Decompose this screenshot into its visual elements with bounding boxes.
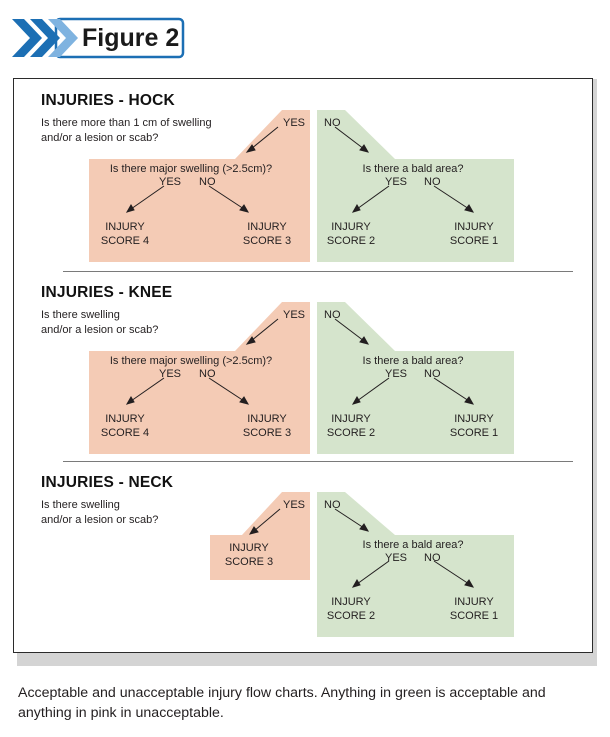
score-value: SCORE 4 — [100, 427, 150, 439]
knee-score-4: INJURY SCORE 4 — [101, 412, 149, 440]
chevron-right-icon — [12, 19, 42, 57]
hock-green-no-arrow — [433, 185, 470, 210]
chevron-right-icon — [30, 19, 60, 57]
neck-no-arrow — [334, 508, 365, 529]
neck-score-1: INJURY SCORE 1 — [450, 595, 498, 623]
neck-score-2: INJURY SCORE 2 — [327, 595, 375, 623]
score-value: SCORE 2 — [326, 235, 376, 247]
figure-badge: Figure 2 — [10, 15, 185, 65]
score-label: INJURY — [229, 542, 269, 554]
knee-question: Is there swelling and/or a lesion or sca… — [41, 309, 159, 336]
neck-diagram — [210, 492, 514, 637]
score-label: INJURY — [247, 413, 287, 425]
section-divider — [63, 461, 573, 462]
knee-green-yes-arrow — [356, 377, 390, 402]
score-label: INJURY — [105, 221, 145, 233]
hock-pink-region — [89, 110, 310, 262]
score-value: SCORE 3 — [224, 556, 274, 568]
hock-no-arrow — [334, 126, 365, 150]
hock-green-no: NO — [424, 176, 441, 188]
score-value: SCORE 1 — [449, 610, 499, 622]
knee-green-question: Is there a bald area? — [362, 355, 464, 367]
knee-no-label: NO — [324, 309, 341, 321]
knee-score-2: INJURY SCORE 2 — [327, 412, 375, 440]
neck-green-no-arrow — [433, 560, 470, 585]
figure-badge-shape — [12, 17, 185, 59]
hock-diagram — [89, 110, 514, 262]
figure-title: Figure 2 — [82, 24, 180, 52]
hock-green-question: Is there a bald area? — [362, 163, 464, 175]
hock-pink-no: NO — [199, 176, 216, 188]
score-value: SCORE 3 — [242, 235, 292, 247]
knee-pink-yes: YES — [159, 368, 182, 380]
section-divider — [63, 271, 573, 272]
hock-score-2: INJURY SCORE 2 — [327, 220, 375, 248]
neck-yes-label: YES — [283, 499, 306, 511]
hock-pink-yes-arrow — [130, 185, 165, 210]
knee-pink-no: NO — [199, 368, 216, 380]
section-knee: INJURIES - KNEE Is there swelling and/or… — [14, 272, 592, 457]
hock-yes-arrow — [250, 126, 279, 150]
section-hock: INJURIES - HOCK Is there more than 1 cm … — [14, 79, 592, 274]
neck-score-3: INJURY SCORE 3 — [225, 541, 273, 569]
knee-score-1: INJURY SCORE 1 — [450, 412, 498, 440]
score-label: INJURY — [331, 221, 371, 233]
score-label: INJURY — [331, 413, 371, 425]
neck-pink-region — [210, 492, 310, 580]
hock-pink-question: Is there major swelling (>2.5cm)? — [109, 163, 273, 175]
hock-question: Is there more than 1 cm of swelling and/… — [41, 117, 212, 144]
knee-yes-arrow — [250, 318, 279, 342]
knee-green-no: NO — [424, 368, 441, 380]
hock-title: INJURIES - HOCK — [41, 92, 175, 109]
knee-title: INJURIES - KNEE — [41, 284, 173, 301]
knee-pink-no-arrow — [208, 377, 245, 402]
neck-yes-arrow — [253, 508, 281, 532]
score-value: SCORE 3 — [242, 427, 292, 439]
hock-score-3: INJURY SCORE 3 — [243, 220, 291, 248]
knee-yes-label: YES — [283, 309, 306, 321]
neck-title: INJURIES - NECK — [41, 474, 174, 491]
neck-green-question: Is there a bald area? — [362, 539, 464, 551]
score-value: SCORE 2 — [326, 427, 376, 439]
score-label: INJURY — [454, 221, 494, 233]
score-label: INJURY — [454, 596, 494, 608]
knee-pink-question: Is there major swelling (>2.5cm)? — [109, 355, 273, 367]
hock-no-label: NO — [324, 117, 341, 129]
hock-green-yes: YES — [385, 176, 408, 188]
section-neck: INJURIES - NECK Is there swelling and/or… — [14, 462, 592, 647]
knee-score-3: INJURY SCORE 3 — [243, 412, 291, 440]
neck-question: Is there swelling and/or a lesion or sca… — [41, 499, 159, 526]
hock-score-4: INJURY SCORE 4 — [101, 220, 149, 248]
score-label: INJURY — [454, 413, 494, 425]
knee-green-yes: YES — [385, 368, 408, 380]
score-value: SCORE 1 — [449, 427, 499, 439]
hock-yes-label: YES — [283, 117, 306, 129]
knee-pink-region — [89, 302, 310, 454]
chevron-right-icon — [48, 19, 78, 57]
figure-caption: Acceptable and unacceptable injury flow … — [18, 685, 546, 721]
score-label: INJURY — [105, 413, 145, 425]
hock-score-1: INJURY SCORE 1 — [450, 220, 498, 248]
neck-no-label: NO — [324, 499, 341, 511]
neck-green-yes-arrow — [356, 560, 390, 585]
knee-pink-yes-arrow — [130, 377, 165, 402]
knee-diagram — [89, 302, 514, 454]
hock-green-yes-arrow — [356, 185, 390, 210]
flowchart-panel: INJURIES - HOCK Is there more than 1 cm … — [13, 78, 593, 653]
score-label: INJURY — [247, 221, 287, 233]
hock-pink-yes: YES — [159, 176, 182, 188]
neck-green-no: NO — [424, 552, 441, 564]
score-value: SCORE 1 — [449, 235, 499, 247]
score-value: SCORE 4 — [100, 235, 150, 247]
score-value: SCORE 2 — [326, 610, 376, 622]
knee-green-no-arrow — [433, 377, 470, 402]
hock-pink-no-arrow — [208, 185, 245, 210]
neck-green-yes: YES — [385, 552, 408, 564]
score-label: INJURY — [331, 596, 371, 608]
knee-no-arrow — [334, 318, 365, 342]
